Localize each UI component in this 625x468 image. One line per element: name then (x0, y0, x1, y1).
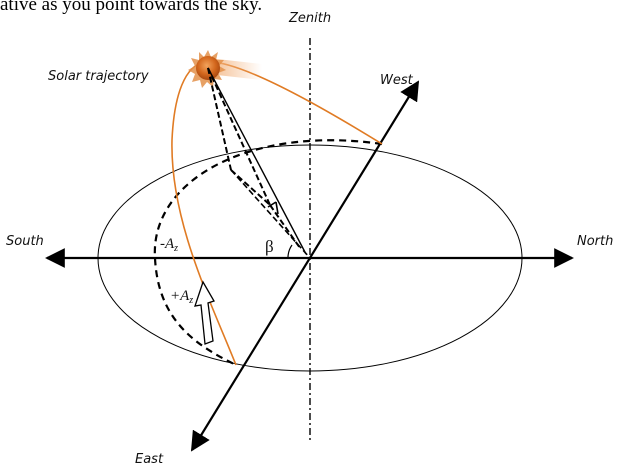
negative-azimuth-prefix: -A (160, 236, 175, 252)
construction-lines (207, 67, 311, 259)
zenith-label: Zenith (288, 11, 331, 26)
positive-azimuth-subscript: z (188, 295, 193, 306)
sun-ray-glow (208, 58, 262, 80)
sun-icon (188, 50, 226, 88)
negative-azimuth-subscript: z (173, 243, 178, 254)
positive-azimuth-prefix: +A (170, 288, 190, 304)
east-label: East (135, 452, 164, 467)
beta-symbol: β (265, 237, 274, 256)
east-west-axis (190, 80, 420, 452)
positive-azimuth-label: +Az (170, 288, 193, 306)
north-label: North (577, 234, 613, 249)
solar-trajectory-label: Solar trajectory (48, 69, 149, 84)
west-label: West (380, 73, 414, 88)
south-label: South (6, 234, 44, 249)
solar-trajectory-path (171, 61, 383, 366)
caption-text: ative as you point towards the sky. (0, 0, 263, 15)
beta-angle-arc (287, 244, 293, 259)
dashed-horizon-arc (153, 139, 383, 366)
negative-azimuth-label: -Az (160, 236, 178, 254)
azimuth-direction-arrow (194, 280, 215, 345)
